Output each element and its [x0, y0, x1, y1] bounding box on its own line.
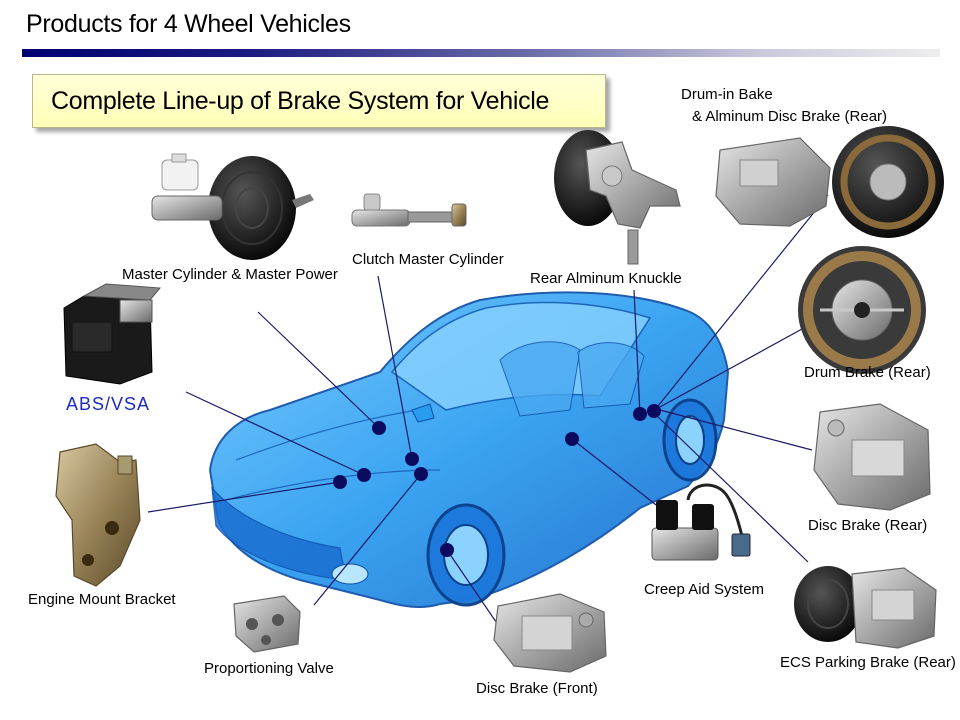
proportioning-valve-image	[233, 595, 301, 653]
label-rear-knuckle: Rear Alminum Knuckle	[530, 270, 682, 287]
knuckle-arm	[585, 141, 681, 229]
master-cylinder-image	[151, 153, 314, 260]
subtitle-text: Complete Line-up of Brake System for Veh…	[51, 87, 550, 115]
marker-engine-mount	[333, 475, 347, 489]
marker-proportioning	[414, 467, 428, 481]
car-illustration	[208, 291, 730, 608]
rear-knuckle-image	[554, 130, 681, 265]
leader-line-proportioning	[313, 473, 422, 606]
label-clutch-master-cylinder: Clutch Master Cylinder	[352, 251, 504, 268]
car-rear-wheel-hub	[675, 415, 705, 465]
car-seat	[577, 342, 645, 409]
label-disc-brake-rear: Disc Brake (Rear)	[808, 517, 928, 534]
master-cylinder-reservoir	[161, 159, 199, 191]
label-drum-in-line2: & Alminum Disc Brake (Rear)	[692, 108, 888, 125]
drum-in-brake-image	[715, 126, 944, 238]
car-mirror	[411, 403, 435, 423]
marker-creep	[565, 432, 579, 446]
label-disc-brake-front: Disc Brake (Front)	[476, 680, 598, 697]
label-creep-aid-system: Creep Aid System	[644, 581, 765, 598]
markers	[333, 404, 661, 557]
car-hood-line	[235, 407, 431, 461]
ecs-motor	[794, 566, 862, 642]
marker-knuckle	[633, 407, 647, 421]
ecs-parking-brake-image	[794, 566, 937, 649]
marker-master-cylinder	[372, 421, 386, 435]
page-title: Products for 4 Wheel Vehicles	[26, 10, 351, 38]
label-drum-in-line1: Drum-in Bake	[681, 86, 773, 103]
bracket-body	[55, 443, 141, 587]
label-proportioning-valve: Proportioning Valve	[204, 660, 334, 677]
leader-line-drum-rear	[659, 317, 823, 408]
label-ecs-parking-brake: ECS Parking Brake (Rear)	[780, 654, 956, 671]
leader-line-clutch	[377, 275, 413, 460]
leader-line-knuckle	[633, 289, 641, 415]
creep-aid-image	[651, 483, 751, 561]
marker-rear	[647, 404, 661, 418]
master-cylinder-body	[151, 195, 223, 221]
marker-disc-front	[440, 543, 454, 557]
car-seat	[499, 341, 581, 417]
creep-valve-body	[651, 527, 719, 561]
label-master-cylinder: Master Cylinder & Master Power	[122, 266, 338, 283]
leader-line-master-cylinder	[257, 311, 380, 429]
leader-line-abs	[185, 391, 365, 476]
leader-line-engine-mount	[147, 481, 341, 513]
title-rule	[22, 49, 940, 57]
marker-abs	[357, 468, 371, 482]
label-abs-vsa: ABS/VSA	[66, 394, 151, 414]
leader-line-drum-in	[653, 194, 829, 412]
car-headlight	[331, 563, 369, 585]
leader-line-ecs	[653, 412, 809, 563]
valve-body	[233, 595, 301, 653]
abs-vsa-image	[63, 283, 162, 385]
engine-mount-bracket-image	[55, 443, 141, 587]
disc-brake-front-image	[493, 593, 607, 673]
clutch-master-cylinder-image	[351, 193, 467, 227]
subtitle-box: Complete Line-up of Brake System for Veh…	[32, 74, 606, 128]
drum-brake-image	[798, 246, 926, 374]
leader-line-creep	[571, 438, 661, 509]
marker-clutch	[405, 452, 419, 466]
disc-brake-rear-image	[813, 403, 931, 511]
leader-line-disc-rear	[659, 409, 813, 451]
label-engine-mount-bracket: Engine Mount Bracket	[28, 591, 176, 608]
leader-lines	[147, 194, 829, 661]
label-drum-brake-rear: Drum Brake (Rear)	[804, 364, 931, 381]
